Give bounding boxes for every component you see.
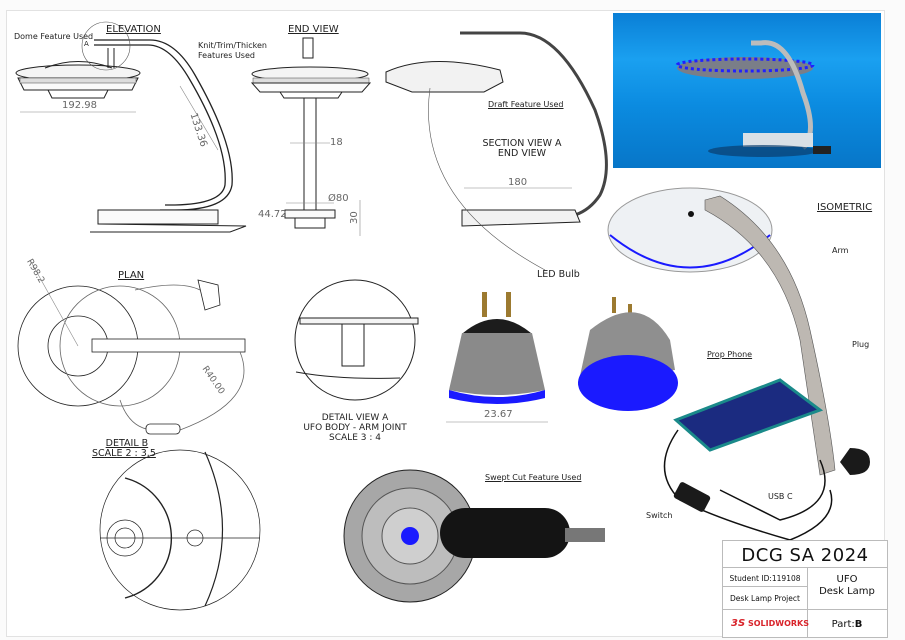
title-block-header: DCG SA 2024 <box>741 545 869 566</box>
title-block: DCG SA 2024 Student ID:119108 Desk Lamp … <box>722 540 888 638</box>
usb-c-callout: USB C <box>768 492 793 501</box>
elevation-width-dimension: 192.98 <box>62 100 97 111</box>
dome-feature-callout: Dome Feature Used <box>14 32 94 41</box>
base-diameter-dimension: Ø80 <box>328 193 349 204</box>
detail-a-caption-line3: SCALE 3 : 4 <box>329 432 381 443</box>
plan-view-drawing <box>17 259 246 435</box>
isometric-render <box>607 187 870 541</box>
end-view-drawing <box>250 37 372 236</box>
part-label: Part:B <box>807 619 887 631</box>
detail-a-caption: DETAIL VIEW A UFO BODY - ARM JOINT SCALE… <box>298 413 412 444</box>
rendered-lamp-image <box>613 13 881 168</box>
arm-callout: Arm <box>832 246 849 255</box>
part-name-line2: Desk Lamp <box>819 585 875 597</box>
switch-callout: Switch <box>646 511 673 520</box>
base-height-dimension: 30 <box>349 211 360 224</box>
detail-b-title-line1: DETAIL B <box>105 438 149 449</box>
end-view-title: END VIEW <box>288 24 339 35</box>
isometric-title: ISOMETRIC <box>817 202 873 213</box>
part-value: B <box>854 619 863 630</box>
section-caption-line1: SECTION VIEW A <box>482 138 562 149</box>
part-label-text: Part: <box>831 619 855 630</box>
knit-trim-callout-line2: Features Used <box>198 51 255 60</box>
ds-logo-icon: 3S <box>731 618 746 629</box>
led-bulb-angled-render <box>578 297 678 411</box>
swept-cut-callout: Swept Cut Feature Used <box>485 473 582 482</box>
prop-phone-callout: Prop Phone <box>707 350 753 359</box>
student-id: Student ID:119108 <box>729 574 801 583</box>
part-name-line1: UFO <box>836 574 858 585</box>
knit-trim-callout-line1: Knit/Trim/Thicken <box>198 41 267 50</box>
solidworks-logo: 3S SOLIDWORKS <box>731 618 809 629</box>
detail-a-drawing <box>294 279 419 401</box>
stem-width-dimension: 18 <box>330 137 343 148</box>
section-marker-a: A <box>84 40 89 48</box>
plan-title: PLAN <box>118 270 145 281</box>
elevation-ufo-drawing <box>15 21 247 233</box>
detail-a-caption-line1: DETAIL VIEW A <box>321 413 389 423</box>
detail-b-title-line2: SCALE 2 : 3.5 <box>92 447 156 459</box>
detail-b-title: DETAIL B SCALE 2 : 3.5 <box>92 439 156 458</box>
bottom-render <box>343 469 605 603</box>
section-view-caption: SECTION VIEW A END VIEW <box>470 138 574 160</box>
section-view-drawing <box>385 31 608 271</box>
base-width-dimension: 44.72 <box>258 209 287 220</box>
detail-a-caption-line2: UFO BODY - ARM JOINT <box>303 422 407 433</box>
section-length-dimension: 180 <box>508 177 528 188</box>
draft-feature-callout: Draft Feature Used <box>488 100 564 109</box>
solidworks-logo-text: SOLIDWORKS <box>747 619 809 628</box>
detail-b-drawing <box>99 449 261 611</box>
section-caption-line2: END VIEW <box>497 148 547 160</box>
led-bulb-width-dimension: 23.67 <box>484 409 513 420</box>
project-name: Desk Lamp Project <box>730 594 800 603</box>
part-name: UFO Desk Lamp <box>807 574 887 597</box>
plug-callout: Plug <box>852 340 870 349</box>
led-bulb-front-render <box>446 292 548 423</box>
led-bulb-callout: LED Bulb <box>537 269 580 280</box>
elevation-title: ELEVATION <box>106 24 161 35</box>
